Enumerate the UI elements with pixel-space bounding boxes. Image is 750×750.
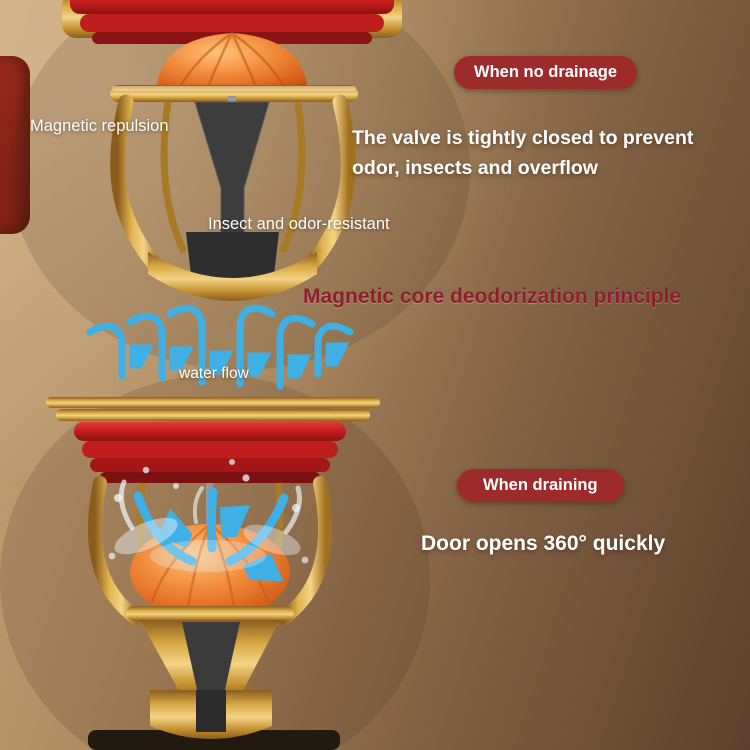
water-flow-label: water flow <box>179 365 249 382</box>
cage-flow-arrows <box>133 487 289 561</box>
top-plates-bottom <box>46 397 380 421</box>
closed-state-description: The valve is tightly closed to prevent o… <box>352 127 694 180</box>
gasket-rings-bottom <box>74 422 346 483</box>
open-valve-illustration <box>46 397 380 750</box>
insect-odor-label: Insect and odor-resistant <box>208 215 390 233</box>
water-flow-arrows <box>86 304 354 390</box>
magnetic-core-dome <box>156 31 308 94</box>
water-splash <box>108 459 309 572</box>
gasket-rings-top <box>62 0 402 44</box>
valve-top-plate <box>110 85 358 102</box>
closed-valve-illustration <box>62 0 402 301</box>
core-tray <box>126 606 294 621</box>
valve-cage-closed <box>110 94 356 301</box>
main-heading: Magnetic core deodorization principle <box>303 285 682 308</box>
open-state-description: Door opens 360° quickly <box>421 532 666 555</box>
magnetic-repulsion-label: Magnetic repulsion <box>30 117 169 135</box>
drain-shadow-bar <box>88 730 340 750</box>
drain-base <box>140 620 280 739</box>
red-side-shape <box>0 56 30 234</box>
draining-badge: When draining <box>457 469 624 502</box>
no-drainage-badge: When no drainage <box>454 56 638 89</box>
